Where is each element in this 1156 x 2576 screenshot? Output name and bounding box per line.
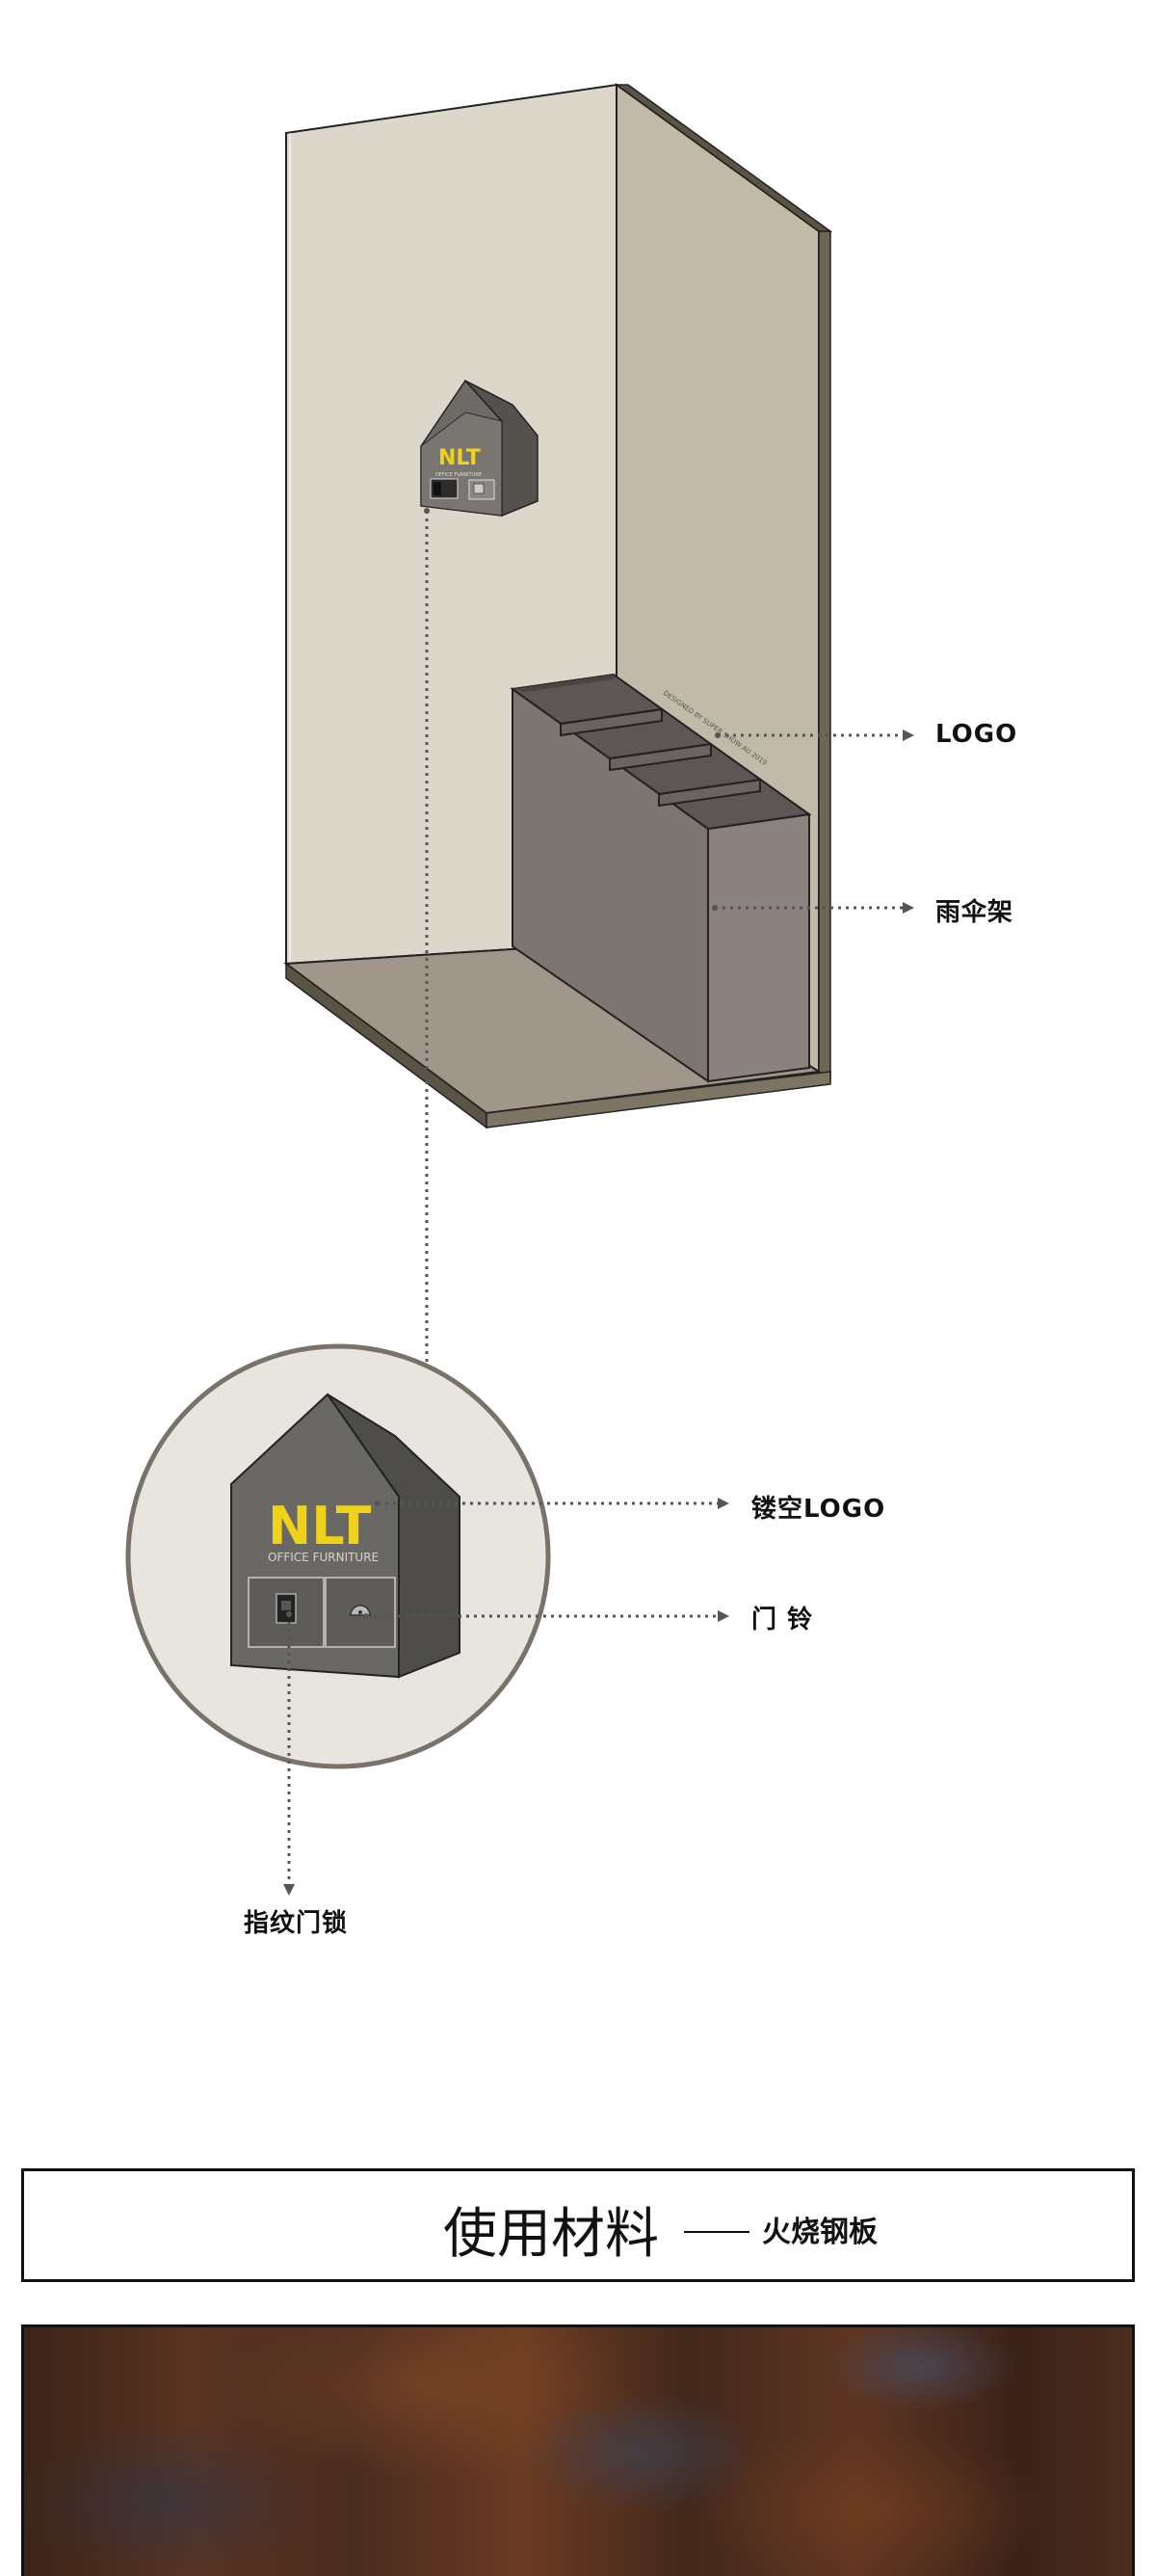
rack-dividers xyxy=(560,707,761,808)
side-wall-thickness xyxy=(818,230,831,1081)
detail-mailbox-logo: NLT xyxy=(268,1496,372,1556)
callout-hollow-logo: 镂空LOGO xyxy=(751,1495,886,1524)
wall-mailbox: NLT OFFICE FURNITURE xyxy=(420,379,539,518)
material-title: 使用材料 xyxy=(443,2203,659,2266)
floor-edge-front xyxy=(486,1071,831,1129)
leader-lines-upper xyxy=(425,511,910,1405)
callout-umbrella-rack: 雨伞架 xyxy=(935,898,1014,927)
material-banner: 使用材料 火烧钢板 xyxy=(21,2168,1135,2282)
umbrella-rack: DESIGNED BY SUPER SHOW·AU 2019 xyxy=(510,673,812,1083)
material-dash xyxy=(684,2231,749,2233)
detail-mailbox-subtitle: OFFICE FURNITURE xyxy=(268,1551,379,1564)
fingerprint-lock-icon xyxy=(276,1593,297,1624)
burnt-steel-swatch xyxy=(21,2324,1135,2576)
material-name: 火烧钢板 xyxy=(762,2216,878,2249)
detail-circle: NLT OFFICE FURNITURE xyxy=(125,1343,551,1769)
leader-dots-lower xyxy=(283,1498,729,1896)
leader-lines-lower xyxy=(287,1501,725,1884)
callout-doorbell: 门 铃 xyxy=(751,1606,814,1634)
doorbell-icon xyxy=(350,1605,371,1616)
rack-end xyxy=(707,812,810,1083)
wall-mailbox-subtitle: OFFICE FURNITURE xyxy=(435,472,482,478)
wall-mailbox-logo: NLT xyxy=(438,446,481,470)
callout-fingerprint-lock: 指纹门锁 xyxy=(244,1909,349,1938)
callout-logo: LOGO xyxy=(935,720,1018,749)
